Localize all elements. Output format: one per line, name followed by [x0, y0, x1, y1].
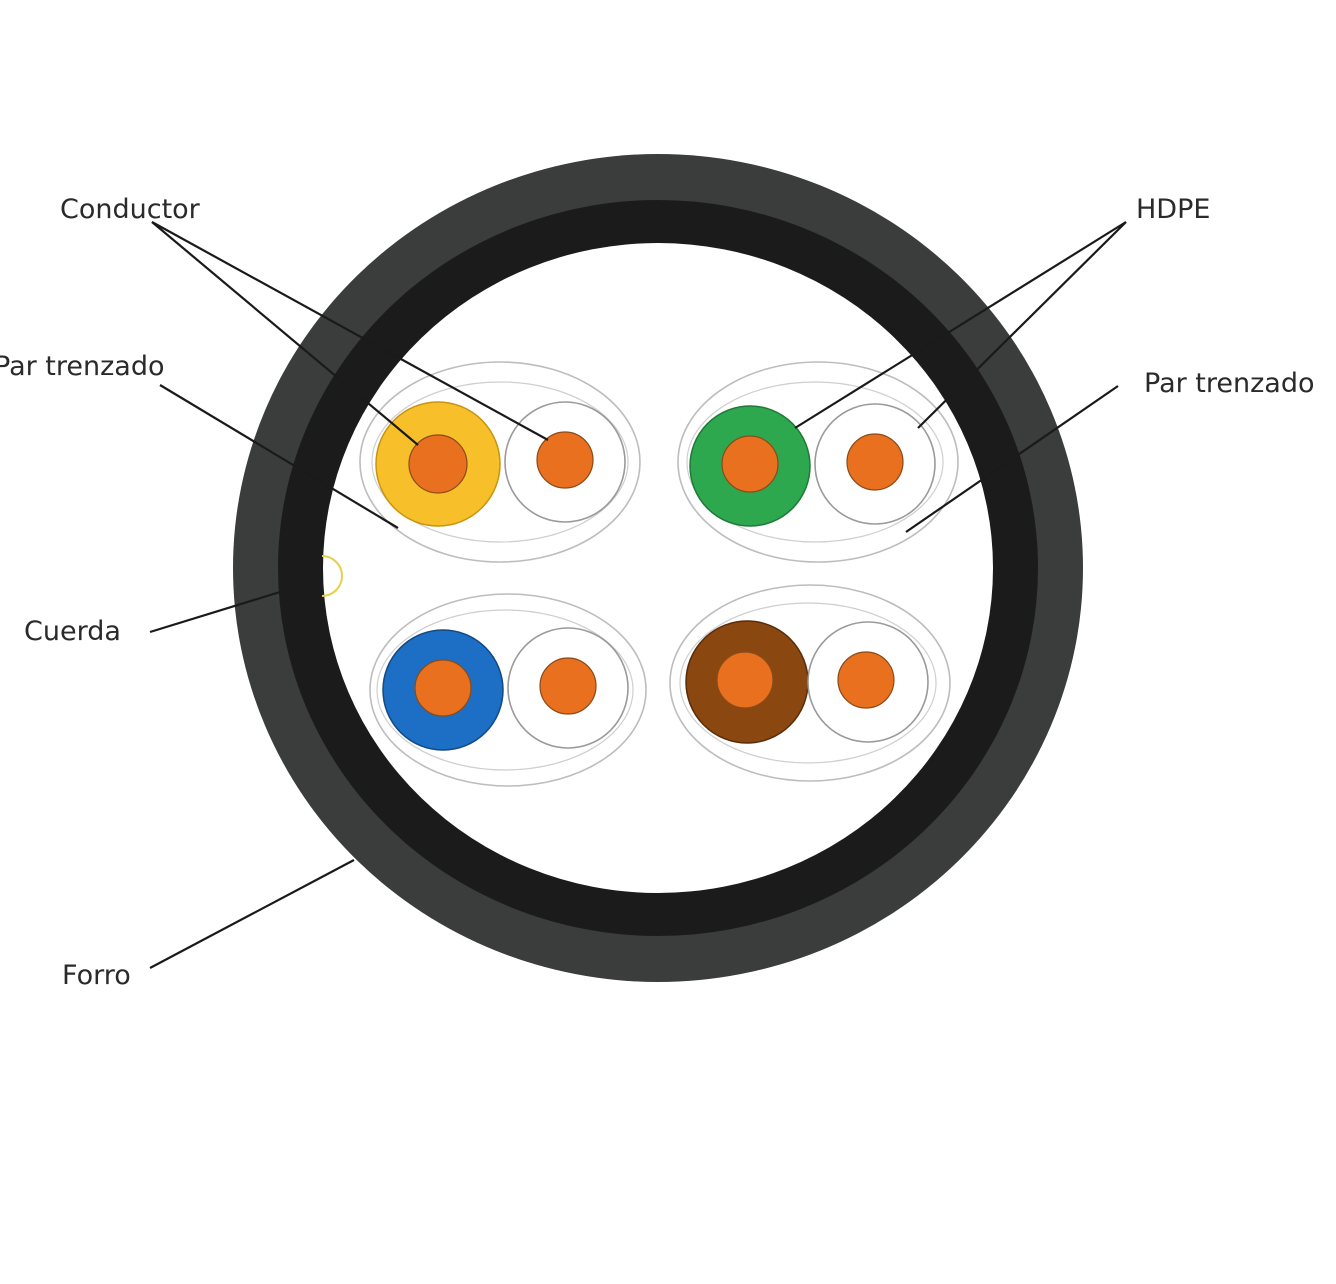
- leader-forro: [149, 859, 355, 969]
- copper-conductor: [539, 657, 597, 715]
- copper-conductor: [721, 435, 779, 493]
- copper-conductor: [846, 433, 904, 491]
- twisted-pair-green: [677, 361, 959, 563]
- twisted-pair-blue: [369, 593, 647, 787]
- callout-labels: Conductor HDPE Par trenzado Par trenzado…: [0, 194, 1315, 991]
- label-par-trenzado-right: Par trenzado: [1144, 368, 1315, 399]
- pair-envelope: [359, 361, 641, 563]
- leader-hdpe-green: [794, 221, 1127, 429]
- copper-conductor: [837, 651, 895, 709]
- label-conductor: Conductor: [60, 194, 201, 225]
- label-forro: Forro: [62, 960, 131, 991]
- pair-inner-ring: [679, 602, 937, 764]
- leader-conductor-right: [151, 221, 549, 441]
- copper-conductor: [414, 659, 472, 717]
- label-par-trenzado-left: Par trenzado: [0, 351, 165, 382]
- leader-par-trenzado-right: [905, 385, 1119, 533]
- leader-hdpe-white: [917, 221, 1127, 429]
- leader-par-trenzado-left: [159, 384, 399, 529]
- pair-envelope: [369, 593, 647, 787]
- copper-conductor: [408, 434, 468, 494]
- label-cuerda: Cuerda: [24, 616, 121, 647]
- leader-cuerda: [149, 590, 281, 634]
- copper-conductor: [716, 651, 774, 709]
- pair-envelope: [669, 584, 951, 782]
- ripcord: [321, 555, 343, 597]
- pair-envelope: [677, 361, 959, 563]
- cable-core-space: [323, 243, 993, 893]
- pair-inner-ring: [376, 609, 634, 771]
- twisted-pair-brown: [669, 584, 951, 782]
- copper-conductor: [536, 431, 594, 489]
- leader-conductor-left: [151, 221, 419, 446]
- pair-inner-ring: [686, 381, 944, 543]
- cable-jacket: [233, 154, 1083, 982]
- leader-lines: [149, 221, 1127, 969]
- label-hdpe: HDPE: [1136, 194, 1210, 225]
- pair-inner-ring: [371, 381, 629, 543]
